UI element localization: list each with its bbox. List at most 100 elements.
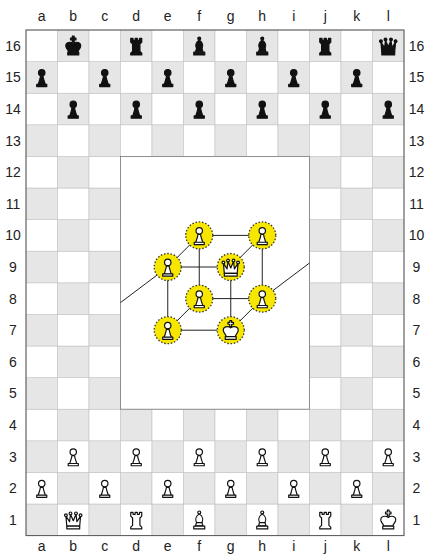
coordinate-label: 2 — [8, 480, 18, 496]
board-square — [89, 314, 121, 346]
white-rook — [131, 512, 142, 529]
board-square — [310, 251, 342, 283]
board-square — [215, 30, 247, 62]
board-square — [341, 93, 373, 125]
black-pawn — [257, 101, 267, 118]
board-square — [373, 251, 405, 283]
coordinate-label: 14 — [4, 101, 22, 117]
board-square — [58, 30, 90, 62]
coordinate-label: 10 — [4, 227, 22, 243]
highlight-circle — [186, 222, 213, 249]
white-bishop — [257, 511, 268, 529]
board-square — [341, 251, 373, 283]
coordinate-label: 4 — [412, 417, 422, 433]
coordinate-label: i — [291, 8, 297, 24]
board-square — [215, 125, 247, 157]
board-square — [373, 283, 405, 315]
coordinate-label: 8 — [412, 291, 422, 307]
coordinate-label: i — [291, 538, 297, 554]
board-square — [341, 283, 373, 315]
board-square — [310, 283, 342, 315]
board-square — [58, 346, 90, 378]
white-pawn — [163, 322, 173, 339]
board-square — [310, 220, 342, 252]
coordinate-label: 15 — [408, 69, 426, 85]
coordinate-label: 12 — [4, 164, 22, 180]
board-square — [89, 62, 121, 94]
coordinate-label: d — [131, 8, 141, 24]
black-pawn — [194, 101, 204, 118]
board-square — [373, 188, 405, 220]
white-pawn — [100, 480, 110, 497]
board-square — [310, 504, 342, 536]
board-square — [247, 93, 279, 125]
white-pawn — [131, 449, 141, 466]
coordinate-label: 6 — [412, 354, 422, 370]
white-pawn — [289, 480, 299, 497]
white-pawn — [226, 480, 236, 497]
coordinate-label: 4 — [8, 417, 18, 433]
board-square — [58, 220, 90, 252]
board-square — [247, 30, 279, 62]
board-square — [26, 283, 58, 315]
board-square — [215, 441, 247, 473]
board-square — [26, 125, 58, 157]
white-queen — [65, 512, 82, 529]
white-pawn — [194, 449, 204, 466]
board-square — [341, 378, 373, 410]
black-pawn — [289, 70, 299, 87]
coordinate-label: b — [68, 8, 78, 24]
board-square — [310, 62, 342, 94]
black-pawn — [100, 70, 110, 87]
board-square — [341, 156, 373, 188]
board-square — [26, 188, 58, 220]
white-pawn — [163, 259, 173, 276]
coordinate-label: 6 — [8, 354, 18, 370]
black-queen — [380, 38, 397, 55]
board-square — [58, 409, 90, 441]
board-square — [247, 504, 279, 536]
board-square — [26, 251, 58, 283]
coordinate-label: f — [196, 8, 202, 24]
white-pawn — [257, 449, 267, 466]
board-square — [373, 409, 405, 441]
highlight-circle — [249, 222, 276, 249]
coordinate-label: 13 — [4, 133, 22, 149]
black-rook — [320, 38, 331, 55]
board-square — [121, 409, 153, 441]
board-square — [184, 125, 216, 157]
board-square — [184, 441, 216, 473]
highlight-circle — [154, 317, 181, 344]
board-square — [26, 93, 58, 125]
board-square — [26, 314, 58, 346]
black-pawn — [226, 70, 236, 87]
black-pawn — [352, 70, 362, 87]
black-pawn — [68, 101, 78, 118]
board-square — [278, 93, 310, 125]
board-square — [310, 93, 342, 125]
board-square — [373, 62, 405, 94]
board-square — [310, 314, 342, 346]
board-square — [89, 472, 121, 504]
board-square — [121, 93, 153, 125]
board-square — [373, 504, 405, 536]
coordinate-label: 1 — [412, 512, 422, 528]
black-king — [66, 36, 81, 55]
coordinate-label: 12 — [408, 164, 426, 180]
white-king — [381, 510, 396, 529]
board-square — [310, 188, 342, 220]
board-square — [373, 346, 405, 378]
coordinate-label: 16 — [4, 38, 22, 54]
board-square — [310, 472, 342, 504]
coordinate-label: 11 — [408, 196, 425, 212]
board-square — [341, 220, 373, 252]
white-pawn — [257, 291, 267, 308]
board-square — [310, 125, 342, 157]
board-square — [215, 504, 247, 536]
white-pawn — [352, 480, 362, 497]
board-square — [26, 409, 58, 441]
coordinate-label: 9 — [412, 259, 422, 275]
board-square — [58, 93, 90, 125]
board-square — [373, 378, 405, 410]
